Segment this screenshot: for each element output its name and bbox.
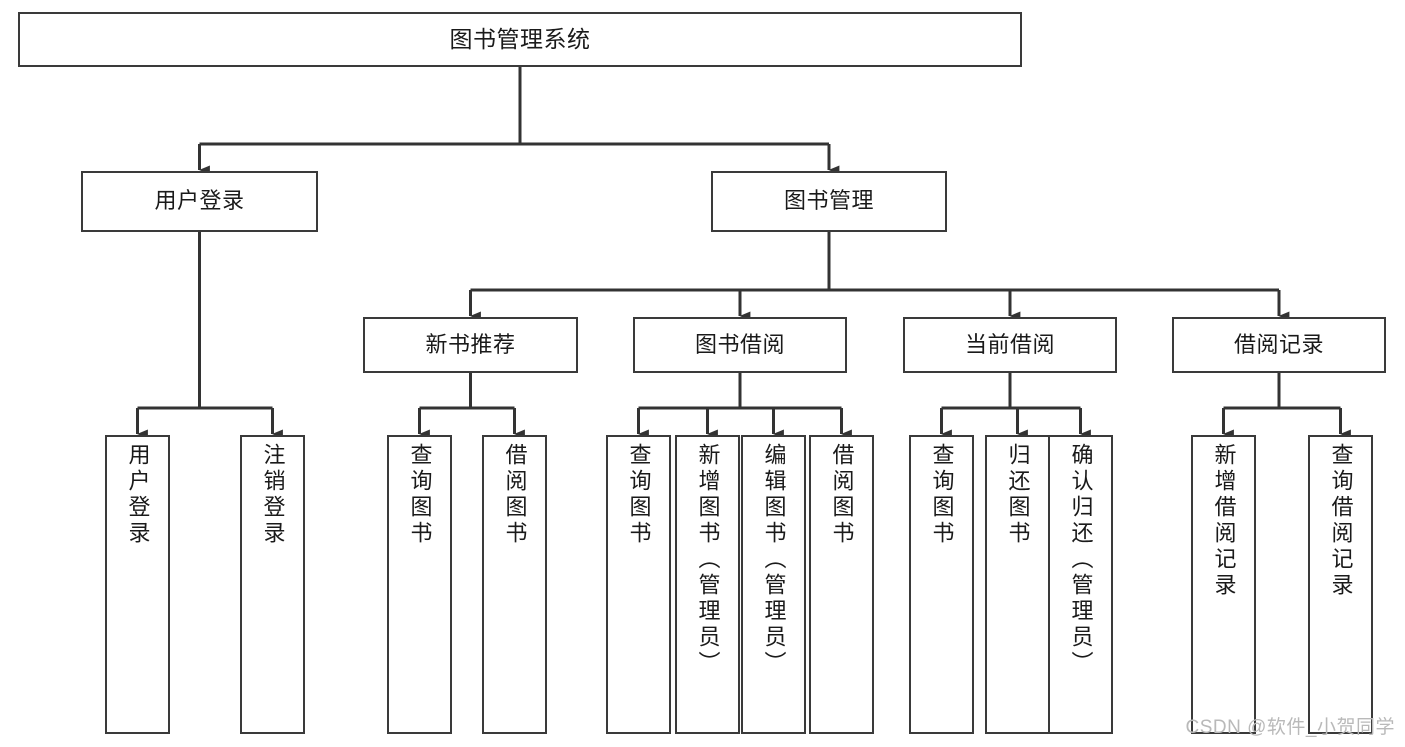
node-leaf-12[interactable]: 新增借阅记录 — [1191, 435, 1256, 734]
node-label: 查询图书 — [626, 443, 652, 547]
node-label: 图书管理 — [783, 188, 874, 214]
node-leaf-5[interactable]: 查询图书 — [606, 435, 671, 734]
node-leaf-10[interactable]: 归还图书 — [985, 435, 1050, 734]
node-leaf-6[interactable]: 新增图书（管理员） — [675, 435, 740, 734]
node-label: 查询图书 — [929, 443, 955, 547]
node-leaf-8[interactable]: 借阅图书 — [809, 435, 874, 734]
node-label: 当前借阅 — [964, 331, 1055, 357]
node-records[interactable]: 借阅记录 — [1172, 317, 1386, 373]
node-current[interactable]: 当前借阅 — [903, 317, 1117, 373]
node-label: 新书推荐 — [425, 331, 516, 357]
node-label: 借阅记录 — [1233, 331, 1324, 357]
node-label: 借阅图书 — [829, 443, 855, 547]
node-label: 查询借阅记录 — [1328, 443, 1354, 599]
node-login[interactable]: 用户登录 — [81, 171, 318, 232]
node-leaf-11[interactable]: 确认归还（管理员） — [1048, 435, 1113, 734]
node-leaf-7[interactable]: 编辑图书（管理员） — [741, 435, 806, 734]
node-label: 用户登录 — [125, 443, 151, 547]
node-leaf-9[interactable]: 查询图书 — [909, 435, 974, 734]
node-root[interactable]: 图书管理系统 — [18, 12, 1022, 67]
node-bookmgmt[interactable]: 图书管理 — [711, 171, 947, 232]
node-label: 确认归还（管理员） — [1068, 443, 1094, 677]
node-label: 查询图书 — [407, 443, 433, 547]
node-leaf-4[interactable]: 借阅图书 — [482, 435, 547, 734]
node-label: 归还图书 — [1005, 443, 1031, 547]
node-label: 新增图书（管理员） — [695, 443, 721, 677]
node-label: 新增借阅记录 — [1211, 443, 1237, 599]
node-label: 图书管理系统 — [449, 26, 591, 53]
node-label: 用户登录 — [154, 188, 245, 214]
node-leaf-2[interactable]: 注销登录 — [240, 435, 305, 734]
node-label: 注销登录 — [260, 443, 286, 547]
node-label: 借阅图书 — [502, 443, 528, 547]
node-label: 编辑图书（管理员） — [761, 443, 787, 677]
node-leaf-13[interactable]: 查询借阅记录 — [1308, 435, 1373, 734]
node-leaf-1[interactable]: 用户登录 — [105, 435, 170, 734]
node-label: 图书借阅 — [694, 331, 785, 357]
node-newbooks[interactable]: 新书推荐 — [363, 317, 578, 373]
node-leaf-3[interactable]: 查询图书 — [387, 435, 452, 734]
node-borrow[interactable]: 图书借阅 — [633, 317, 847, 373]
watermark: CSDN @软件_小贺同学 — [1185, 717, 1395, 738]
